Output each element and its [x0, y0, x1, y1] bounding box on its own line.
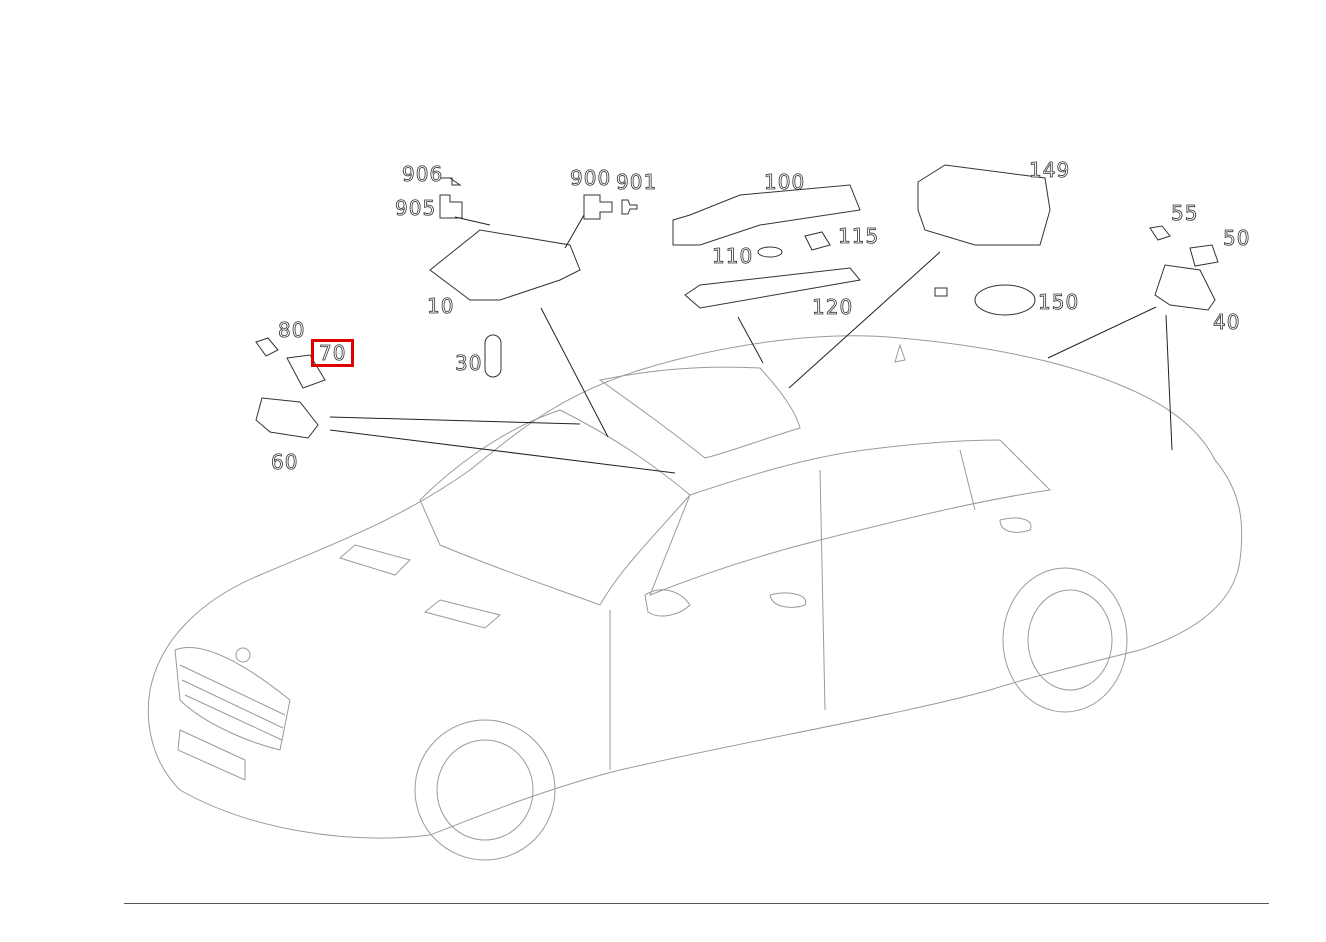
callout-120[interactable]: 120: [812, 295, 854, 319]
callout-115[interactable]: 115: [838, 224, 880, 248]
callout-40[interactable]: 40: [1213, 310, 1241, 334]
callout-50[interactable]: 50: [1223, 226, 1251, 250]
callout-150[interactable]: 150: [1038, 290, 1080, 314]
callout-905[interactable]: 905: [395, 196, 437, 220]
callout-110[interactable]: 110: [712, 244, 754, 268]
callout-10[interactable]: 10: [427, 294, 455, 318]
callout-900[interactable]: 900: [570, 166, 612, 190]
callout-55[interactable]: 55: [1171, 201, 1199, 225]
callout-70-highlighted[interactable]: 70: [310, 339, 355, 367]
footer-divider: [124, 903, 1269, 904]
callout-60[interactable]: 60: [271, 450, 299, 474]
callout-100[interactable]: 100: [764, 170, 806, 194]
callout-30[interactable]: 30: [455, 351, 483, 375]
callout-80[interactable]: 80: [278, 318, 306, 342]
callout-149[interactable]: 149: [1029, 158, 1071, 182]
callout-901[interactable]: 901: [616, 170, 658, 194]
callout-906[interactable]: 906: [402, 162, 444, 186]
